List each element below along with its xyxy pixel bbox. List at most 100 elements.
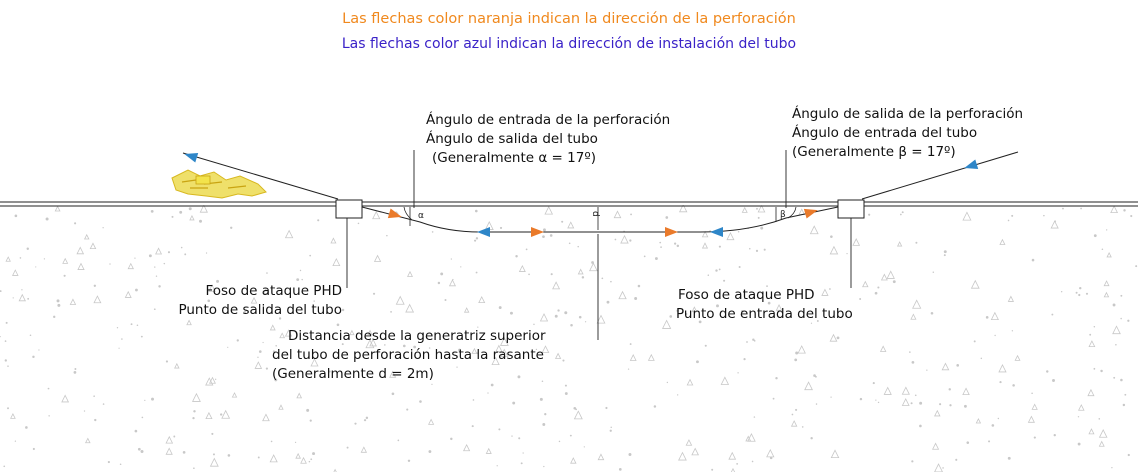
- soil-grain: [144, 399, 146, 401]
- soil-grain: [567, 221, 575, 229]
- soil-grain: [1089, 333, 1092, 336]
- soil-grain: [1087, 388, 1095, 397]
- alpha-angle-marker: [403, 206, 413, 226]
- soil-grain: [1088, 340, 1096, 347]
- soil-grain: [158, 285, 161, 288]
- soil-grain: [718, 245, 721, 248]
- soil-grain: [686, 378, 694, 386]
- soil-grain: [300, 456, 307, 464]
- soil-grain: [363, 419, 367, 422]
- soil-grain: [1077, 416, 1080, 418]
- soil-grain: [701, 242, 709, 249]
- soil-grain: [749, 247, 751, 250]
- soil-grain: [557, 309, 560, 312]
- soil-grain: [180, 246, 183, 249]
- soil-grain: [509, 311, 513, 315]
- soil-grain: [956, 364, 960, 367]
- soil-grain: [528, 273, 530, 276]
- soil-grain: [179, 210, 183, 214]
- soil-grain: [32, 355, 35, 359]
- soil-grain: [230, 226, 233, 229]
- soil-grain: [596, 314, 606, 324]
- soil-grain: [738, 265, 741, 268]
- soil-grain: [386, 234, 388, 237]
- soil-grain: [962, 211, 972, 221]
- soil-grain: [209, 457, 219, 467]
- soil-grain: [564, 311, 568, 315]
- soil-grain: [1007, 219, 1010, 222]
- soil-grain: [766, 285, 768, 288]
- soil-grain: [134, 257, 136, 259]
- exit-angle-line1: Ángulo de salida de la perforación: [792, 106, 1024, 122]
- soil-grain: [653, 405, 657, 408]
- soil-grain: [102, 227, 104, 229]
- soil-grain: [258, 350, 262, 353]
- soil-grain: [257, 456, 260, 459]
- soil-grain: [715, 269, 718, 272]
- soil-grain: [1054, 220, 1057, 223]
- soil-grain: [1031, 403, 1038, 410]
- left-pit-line2: Punto de salida del tubo: [178, 302, 342, 318]
- soil-grain: [999, 238, 1006, 245]
- soil-grain: [309, 419, 312, 422]
- soil-grain: [964, 404, 967, 408]
- exit-angle-label: Ángulo de salida de la perforación Ángul…: [792, 105, 1023, 162]
- soil-grain: [743, 358, 746, 361]
- soil-grain: [753, 416, 756, 418]
- soil-grain: [14, 214, 18, 218]
- soil-grain: [295, 452, 301, 459]
- soil-grain: [296, 392, 303, 399]
- soil-grain: [266, 272, 268, 274]
- soil-grain: [746, 341, 748, 343]
- soil-grain: [541, 345, 550, 353]
- soil-grain: [211, 432, 214, 435]
- soil-grain: [669, 315, 673, 318]
- soil-grain: [107, 460, 110, 464]
- alpha-symbol: α: [418, 211, 424, 221]
- soil-grain: [561, 220, 564, 223]
- soil-grain: [10, 413, 16, 419]
- depth-line2: del tubo de perforación hasta la rasante: [272, 347, 544, 363]
- soil-grain: [535, 348, 538, 351]
- soil-grain: [332, 257, 341, 266]
- soil-grain: [118, 347, 120, 349]
- soil-grain: [4, 340, 7, 342]
- soil-grain: [661, 319, 672, 329]
- soil-grain: [542, 422, 546, 426]
- soil-grain: [275, 344, 277, 347]
- soil-grain: [1053, 433, 1056, 437]
- soil-grain: [875, 399, 877, 401]
- soil-grain: [1031, 258, 1035, 262]
- soil-grain: [207, 299, 211, 303]
- soil-grain: [69, 298, 77, 305]
- soil-grain: [405, 303, 415, 313]
- soil-grain: [212, 453, 215, 456]
- soil-grain: [836, 336, 840, 340]
- soil-grain: [116, 327, 119, 329]
- soil-grain: [448, 279, 457, 287]
- soil-grain: [886, 270, 895, 279]
- soil-grain: [1093, 367, 1096, 370]
- soil-grain: [269, 324, 276, 331]
- soil-grain: [676, 309, 679, 312]
- soil-grain: [877, 286, 880, 289]
- soil-grain: [583, 446, 585, 448]
- soil-grain: [45, 217, 49, 221]
- soil-grain: [428, 418, 435, 425]
- soil-grain: [562, 359, 565, 362]
- soil-grain: [760, 226, 764, 230]
- soil-grain: [512, 401, 516, 405]
- soil-grain: [250, 296, 258, 304]
- soil-grain: [500, 348, 509, 358]
- left-pit-label: Foso de ataque PHD Punto de salida del t…: [168, 282, 342, 320]
- soil-grain: [804, 381, 813, 391]
- soil-grain: [629, 354, 637, 361]
- soil-grain: [199, 219, 202, 223]
- soil-grain: [757, 205, 766, 213]
- soil-grain: [518, 264, 526, 272]
- soil-grain: [301, 278, 303, 281]
- soil-grain: [431, 383, 433, 386]
- blue-arrows-title: Las flechas color azul indican la direcc…: [341, 36, 797, 52]
- soil-grain: [821, 288, 829, 296]
